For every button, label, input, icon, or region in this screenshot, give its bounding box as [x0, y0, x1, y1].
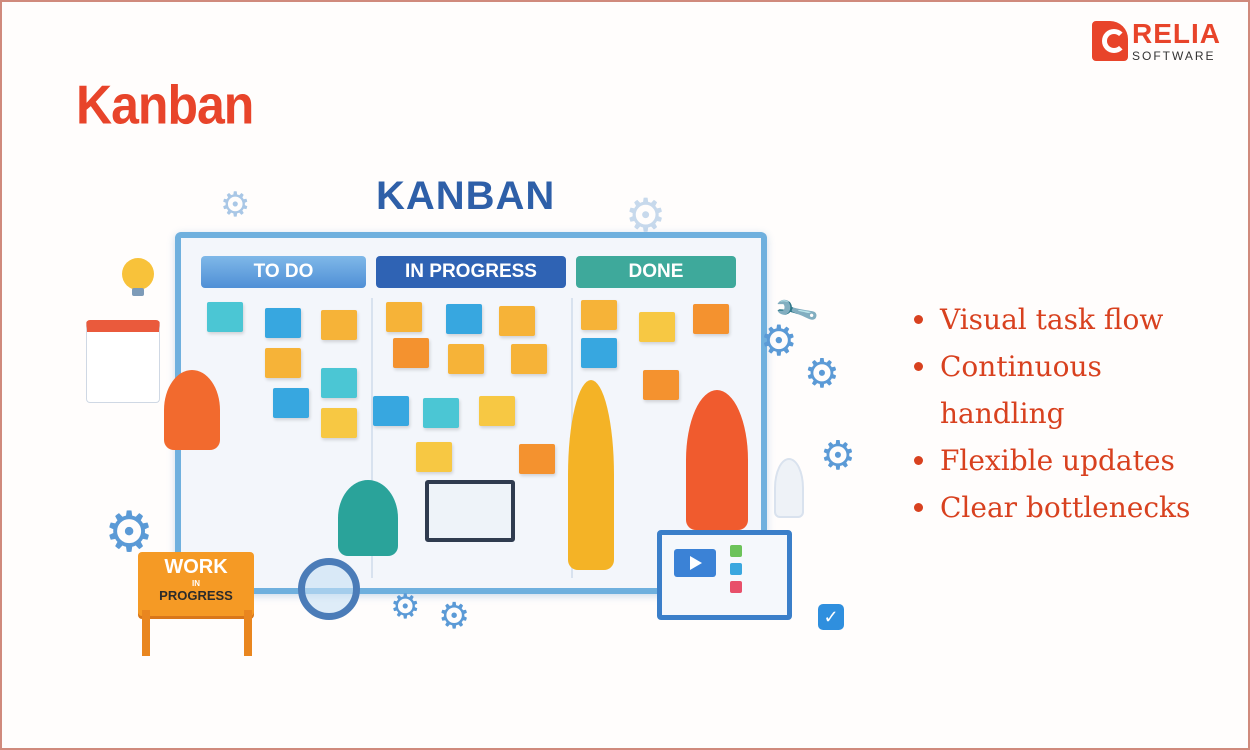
gear-icon: ⚙	[820, 434, 856, 478]
sticky-note	[693, 304, 729, 334]
feature-item: Flexible updates	[912, 437, 1200, 484]
feature-item: Visual task flow	[912, 296, 1200, 343]
sticky-note	[499, 306, 535, 336]
sticky-note	[265, 308, 301, 338]
person-at-desk	[338, 480, 398, 556]
page-title: Kanban	[76, 74, 254, 136]
column-header-in-progress: IN PROGRESS	[376, 256, 566, 288]
sticky-note	[639, 312, 675, 342]
sticky-note	[373, 396, 409, 426]
sticky-note	[448, 344, 484, 374]
sticky-note	[581, 300, 617, 330]
play-icon	[674, 549, 716, 577]
checkbox-icon	[730, 563, 742, 575]
sticky-note	[273, 388, 309, 418]
gear-icon: ⚙	[760, 317, 798, 364]
bullet-icon	[914, 315, 923, 324]
column-header-done: DONE	[576, 256, 736, 288]
sticky-note	[321, 368, 357, 398]
sticky-note	[321, 310, 357, 340]
column-divider	[371, 298, 373, 578]
gear-icon: ⚙	[220, 186, 251, 224]
checkbox-icon	[730, 581, 742, 593]
sticky-note	[479, 396, 515, 426]
sticky-note	[321, 408, 357, 438]
gear-icon: ⚙	[625, 189, 667, 241]
checkbox-icon	[730, 545, 742, 557]
brand-subtitle: SOFTWARE	[1132, 49, 1216, 63]
sticky-note	[446, 304, 482, 334]
gear-icon: ⚙	[104, 500, 155, 563]
sticky-note	[207, 302, 243, 332]
bullet-icon	[914, 456, 923, 465]
rocket-icon	[774, 458, 804, 518]
sticky-note	[511, 344, 547, 374]
sign-leg	[244, 610, 252, 656]
illustration-title: KANBAN	[376, 174, 556, 218]
sticky-note	[643, 370, 679, 400]
person-with-tablet	[686, 390, 748, 530]
feature-list: Visual task flow Continuous handling Fle…	[912, 296, 1200, 531]
person-pointing	[568, 380, 614, 570]
relia-logo-icon	[1092, 21, 1128, 61]
sticky-note	[519, 444, 555, 474]
calendar-icon	[86, 320, 160, 403]
magnifier-icon	[298, 558, 360, 620]
check-badge-icon: ✓	[818, 604, 844, 630]
sticky-note	[393, 338, 429, 368]
brand-name: RELIA	[1132, 18, 1221, 49]
lightbulb-icon	[122, 258, 154, 296]
desk-monitor	[425, 480, 515, 542]
video-monitor	[657, 530, 792, 620]
sign-line-in: IN	[192, 579, 200, 588]
sticky-note	[581, 338, 617, 368]
gear-icon: ⚙	[390, 588, 421, 626]
bullet-icon	[914, 503, 923, 512]
sign-line-progress: PROGRESS	[159, 588, 233, 603]
feature-item: Clear bottlenecks	[912, 484, 1200, 531]
sticky-note	[416, 442, 452, 472]
feature-item: Continuous handling	[912, 343, 1200, 437]
gear-icon: ⚙	[804, 352, 840, 396]
gear-icon: ⚙	[438, 595, 471, 636]
bullet-icon	[914, 362, 923, 371]
column-header-todo: TO DO	[201, 256, 366, 288]
sign-leg	[142, 610, 150, 656]
sign-line-work: WORK	[164, 556, 228, 578]
work-in-progress-sign: WORK IN PROGRESS	[138, 552, 254, 616]
sticky-note	[386, 302, 422, 332]
sticky-note	[423, 398, 459, 428]
relia-software-logo: RELIA SOFTWARE	[1092, 20, 1221, 62]
person-with-laptop	[164, 370, 220, 450]
sticky-note	[265, 348, 301, 378]
kanban-illustration: ⚙ ⚙ KANBAN TO DO IN PROGRESS DONE	[80, 170, 880, 670]
